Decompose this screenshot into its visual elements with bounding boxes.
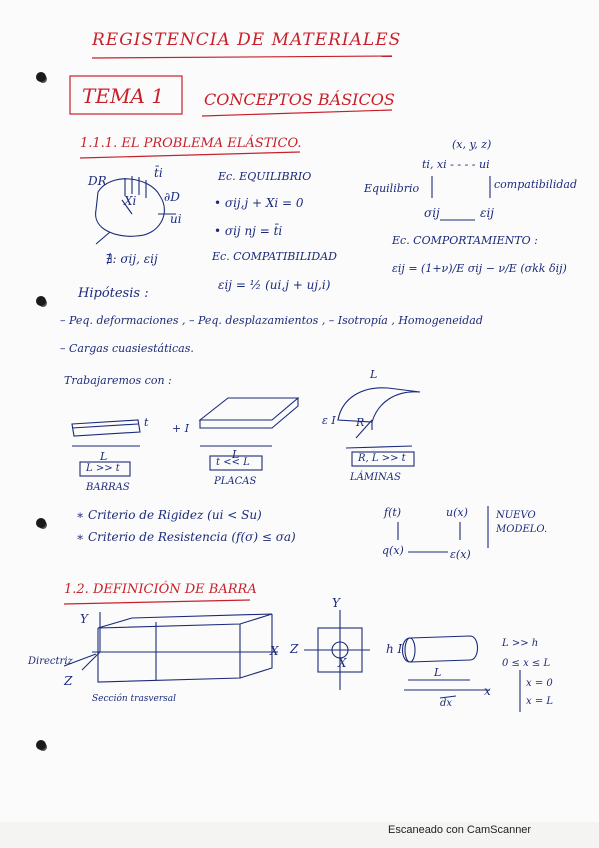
work-with-label: Trabajaremos con : <box>64 374 172 387</box>
scheme-bottom-left: σij <box>424 206 440 220</box>
scheme-top: ti, xi - - - - ui <box>422 158 490 171</box>
scanner-watermark: Escaneado con CamScanner <box>388 824 532 836</box>
bar-condition-box <box>79 461 131 477</box>
topic-box-label: TEMA 1 <box>82 84 164 108</box>
equilibrium-eq-2: • σij nj = t̄i <box>214 224 283 238</box>
shell-condition-box <box>351 451 415 467</box>
comportamiento-eq: εij = (1+ν)/E σij − ν/E (σkk δij) <box>392 262 567 275</box>
model-top-left: f(t) <box>384 506 402 519</box>
cs-x-label: X <box>338 656 347 670</box>
bound-2: x = L <box>526 696 554 707</box>
binder-hole-icon <box>36 518 46 528</box>
model-note-2: MODELO. <box>496 524 548 535</box>
bar-name: BARRAS <box>86 482 130 493</box>
bar-element-shape <box>71 419 141 437</box>
hypothesis-line-1: – Peq. deformaciones , – Peq. desplazami… <box>60 314 483 327</box>
page-title: REGISTENCIA DE MATERIALES <box>92 30 402 50</box>
directrix-label: Directriz <box>28 656 73 667</box>
traction-arrows <box>124 176 147 198</box>
section-1-heading: 1.1.1. EL PROBLEMA ELÁSTICO. <box>80 136 302 151</box>
shell-radius-line <box>355 419 373 439</box>
model-bottom-left: q(x) <box>382 544 404 557</box>
shell-element-shape <box>337 387 421 423</box>
topic-underline <box>201 109 393 117</box>
prism-x-label: X <box>270 644 279 658</box>
plate-name: PLACAS <box>214 476 257 487</box>
dx-label: dx <box>440 698 453 709</box>
cylinder-h-label: h I <box>386 642 403 656</box>
elastic-body-shape <box>95 178 165 237</box>
topic-box-frame <box>69 75 183 115</box>
bar-length-label: L <box>100 450 108 463</box>
shell-name: LÁMINAS <box>350 472 401 483</box>
model-top-right: u(x) <box>446 506 468 519</box>
cs-z-label: Z <box>290 642 299 656</box>
body-label-dr: DR <box>88 174 107 188</box>
comportamiento-title: Ec. COMPORTAMIENTO : <box>392 234 538 247</box>
scheme-left: Equilibrio <box>364 182 420 195</box>
body-label-dd: ∂D <box>164 190 180 204</box>
title-underline <box>91 55 393 59</box>
section-2-heading: 1.2. DEFINICIÓN DE BARRA <box>64 582 257 597</box>
z-axis-line <box>81 651 101 671</box>
model-bottom-right: ε(x) <box>450 548 471 561</box>
bar-condition: L >> t <box>86 463 120 474</box>
plate-condition-box <box>209 455 263 471</box>
scheme-bottom-right: εij <box>480 206 494 220</box>
plate-condition: t << L <box>216 457 250 468</box>
prism-side-face <box>239 614 273 679</box>
section-2-underline <box>63 599 251 605</box>
binder-hole-icon <box>36 740 46 750</box>
shell-length-label: L <box>370 368 378 381</box>
model-note-1: NUEVO <box>496 510 536 521</box>
equilibrium-title: Ec. EQUILIBRIO <box>218 170 312 183</box>
scheme-right: compatibilidad <box>494 178 577 191</box>
body-label-ui: ui <box>170 212 182 226</box>
body-label-ti: t̄i <box>154 166 163 180</box>
body-label-xi: Xi <box>124 194 137 208</box>
plate-length-label: L <box>232 448 240 461</box>
axis-x-end-label: x <box>484 684 491 698</box>
cylinder-bar-shape <box>401 635 479 663</box>
plate-element-shape <box>198 397 300 421</box>
prism-front-face <box>97 624 241 683</box>
scanned-page <box>0 0 599 822</box>
section-label: Sección trasversal <box>92 694 177 704</box>
equilibrium-eq-1: • σij,j + Xi = 0 <box>214 196 304 210</box>
prism-z-label: Z <box>64 674 73 688</box>
compatibility-title: Ec. COMPATIBILIDAD <box>212 250 337 263</box>
shell-thickness-mark: ε I <box>322 414 336 427</box>
cs-y-label: Y <box>332 596 340 610</box>
binder-hole-icon <box>36 72 46 82</box>
hypothesis-line-2: – Cargas cuasiestáticas. <box>60 342 194 355</box>
compatibility-eq: εij = ½ (ui,j + uj,i) <box>218 278 331 292</box>
bound-1: x = 0 <box>526 678 553 689</box>
shell-dimension-line <box>345 445 413 449</box>
prism-top-face <box>97 613 273 629</box>
bar-thickness-mark: t <box>144 416 149 429</box>
binder-hole-icon <box>36 296 46 306</box>
hypotheses-label: Hipótesis : <box>78 286 149 301</box>
cylinder-length-label: L <box>434 666 442 679</box>
body-unknowns: ∄: σij, εij <box>106 252 158 266</box>
scheme-coords: (x, y, z) <box>452 138 492 151</box>
section-1-underline <box>79 151 301 159</box>
criterion-resistance: ∗ Criterio de Resistencia (f(σ) ≤ σa) <box>76 530 296 544</box>
body-force-arrow <box>95 231 111 245</box>
shell-condition: R, L >> t <box>358 453 406 464</box>
cylinder-cond-2: 0 ≤ x ≤ L <box>502 658 551 669</box>
plate-thickness-mark: + I <box>172 422 190 435</box>
topic-heading: CONCEPTOS BÁSICOS <box>204 90 395 109</box>
criterion-rigidity: ∗ Criterio de Rigidez (ui < Su) <box>76 508 262 522</box>
cylinder-cond-1: L >> h <box>502 638 539 649</box>
shell-radius-label: R <box>356 416 365 429</box>
prism-y-label: Y <box>80 612 88 626</box>
